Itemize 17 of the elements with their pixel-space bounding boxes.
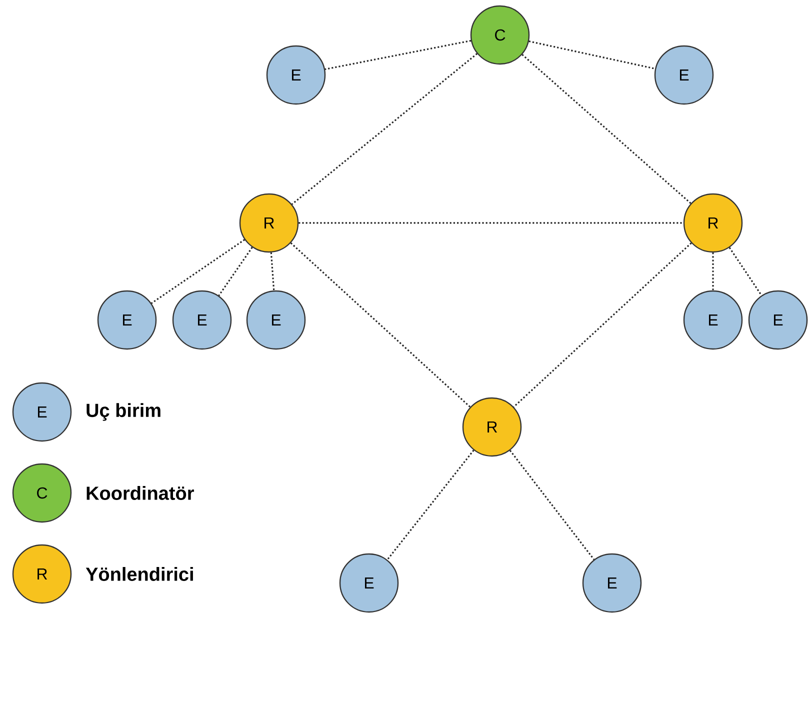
link-line <box>513 242 692 408</box>
link-line <box>728 247 762 296</box>
link-line <box>151 239 246 304</box>
link-line <box>528 40 656 70</box>
link-line <box>298 222 684 224</box>
legend-text: Koordinatör <box>86 486 194 500</box>
link-line <box>509 450 595 560</box>
link-line <box>290 242 471 408</box>
link-line <box>522 54 692 204</box>
link-line <box>270 252 275 291</box>
legend-text: Yönlendirici <box>86 567 193 581</box>
legend-text: Uç birim <box>86 403 160 421</box>
link-line <box>712 252 714 290</box>
link-line <box>324 40 472 70</box>
link-line <box>291 53 478 205</box>
link-line <box>386 450 474 560</box>
link-line <box>218 246 253 296</box>
